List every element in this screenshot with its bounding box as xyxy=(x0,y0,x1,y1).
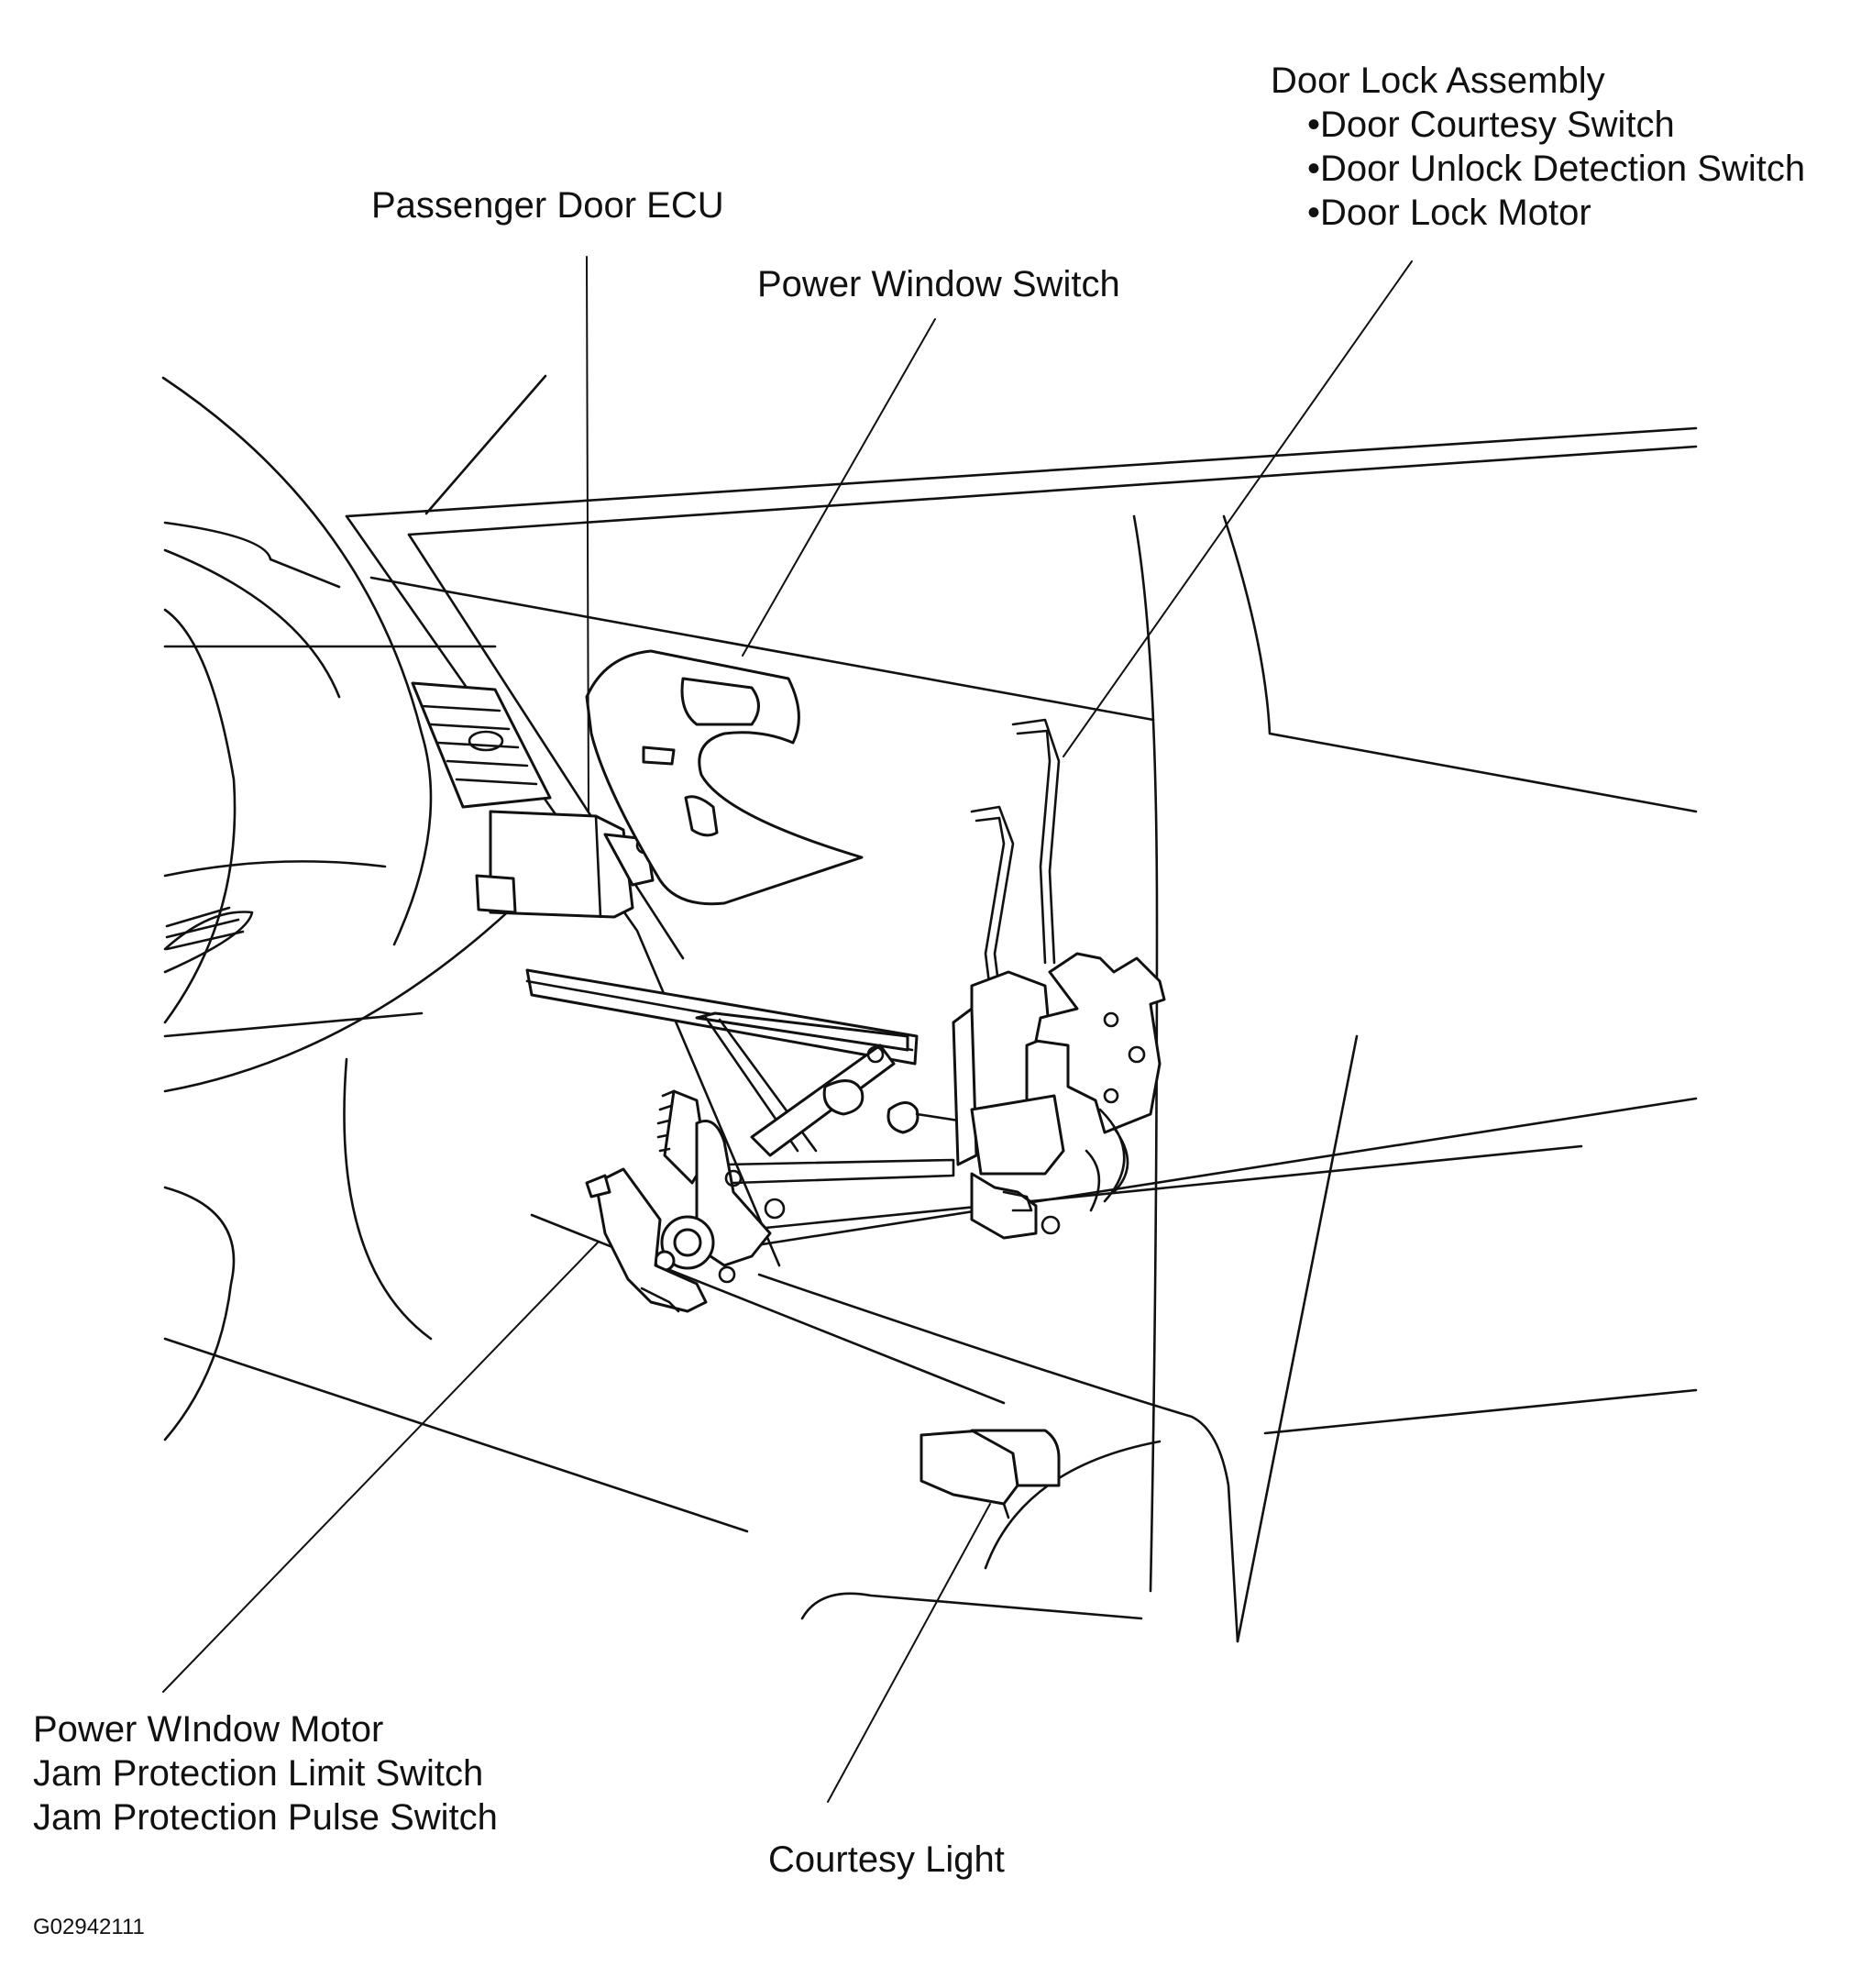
leader-passenger-door-ecu xyxy=(586,256,589,812)
leader-lines xyxy=(162,256,1413,1803)
jam-protection-limit-switch-line: Jam Protection Limit Switch xyxy=(33,1753,484,1794)
passenger-door-ecu xyxy=(475,810,655,919)
door-lock-motor-item: •Door Lock Motor xyxy=(1307,193,1591,233)
leader-power-window-switch xyxy=(742,318,936,657)
door-unlock-detection-switch-item: •Door Unlock Detection Switch xyxy=(1307,149,1806,189)
leader-door-lock-assembly xyxy=(1063,260,1413,757)
power-window-motor-line: Power WIndow Motor xyxy=(33,1709,384,1750)
door-lock-assembly xyxy=(952,718,1166,1240)
door-courtesy-switch-item: •Door Courtesy Switch xyxy=(1307,105,1675,145)
courtesy-light-label: Courtesy Light xyxy=(768,1839,1005,1880)
door-lock-assembly-label: Door Lock Assembly •Door Courtesy Switch… xyxy=(1271,59,1805,235)
jam-protection-pulse-switch-line: Jam Protection Pulse Switch xyxy=(33,1797,498,1838)
power-window-switch xyxy=(585,649,864,906)
leader-power-window-motor xyxy=(162,1242,599,1693)
courtesy-light xyxy=(919,1429,1061,1519)
passenger-door-ecu-label: Passenger Door ECU xyxy=(371,185,724,226)
figure-id: G02942111 xyxy=(33,1915,145,1939)
power-window-motor xyxy=(585,1089,786,1313)
dashboard-vent xyxy=(411,681,552,809)
power-window-switch-label: Power Window Switch xyxy=(757,264,1120,304)
window-regulator xyxy=(525,968,978,1185)
door-lock-assembly-title: Door Lock Assembly xyxy=(1271,61,1605,101)
power-window-motor-label: Power WIndow Motor Jam Protection Limit … xyxy=(33,1707,498,1839)
leader-courtesy-light xyxy=(827,1503,991,1803)
